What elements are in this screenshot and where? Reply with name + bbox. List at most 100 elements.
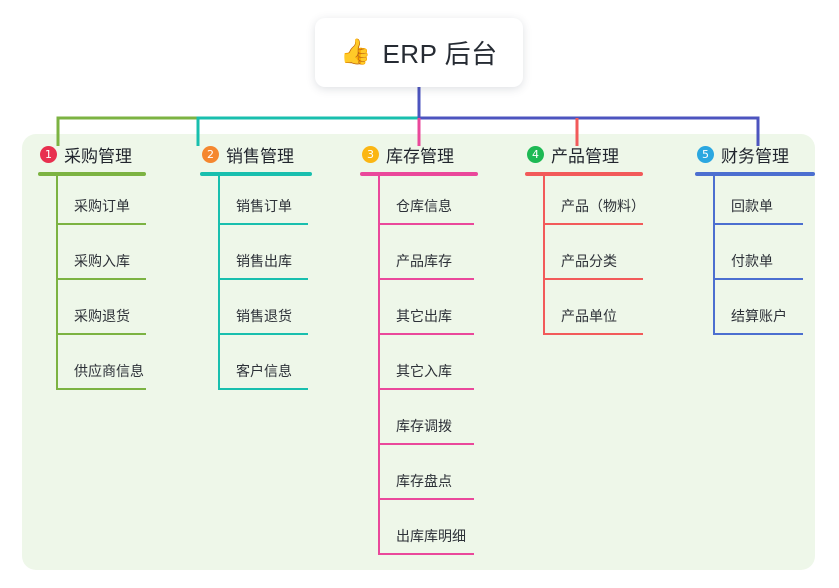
branch-item[interactable]: 回款单 — [695, 176, 815, 231]
branch-item[interactable]: 其它出库 — [360, 286, 478, 341]
branch-number-badge: 2 — [202, 145, 219, 163]
branch-items: 仓库信息产品库存其它出库其它入库库存调拨库存盘点出库库明细 — [360, 176, 478, 561]
branch-item-underline — [378, 443, 474, 445]
branch-item-underline — [56, 223, 146, 225]
branch-item-underline — [218, 388, 308, 390]
branch-item[interactable]: 产品单位 — [525, 286, 643, 341]
branch-item-underline — [713, 333, 803, 335]
branch-item[interactable]: 供应商信息 — [38, 341, 146, 396]
branch-item-underline — [218, 223, 308, 225]
branch-item-label: 库存调拨 — [396, 418, 452, 434]
branch-header-采购管理[interactable]: 1 采购管理 — [38, 140, 146, 168]
branch-item-label: 供应商信息 — [74, 363, 144, 379]
branch-item[interactable]: 结算账户 — [695, 286, 815, 341]
branch-item-underline — [713, 278, 803, 280]
branch-item-label: 客户信息 — [236, 363, 292, 379]
diagram-background-panel — [22, 134, 815, 570]
branch-item-label: 结算账户 — [731, 308, 787, 324]
branch-title-label: 库存管理 — [386, 146, 454, 166]
branch-vertical-spine — [378, 176, 380, 555]
branch-number-badge: 5 — [697, 145, 714, 163]
branch-item-underline — [378, 498, 474, 500]
branch-item-underline — [543, 278, 643, 280]
branch-vertical-spine — [543, 176, 545, 335]
branch-item-label: 其它出库 — [396, 308, 452, 324]
branch-header-underline — [360, 172, 478, 176]
branch-column-财务管理: 5 财务管理回款单付款单结算账户 — [695, 140, 815, 341]
branch-item-underline — [56, 278, 146, 280]
branch-column-销售管理: 2 销售管理销售订单销售出库销售退货客户信息 — [200, 140, 312, 396]
branch-number-badge: 3 — [362, 145, 379, 163]
branch-vertical-spine — [218, 176, 220, 390]
root-node-label: ERP 后台 — [382, 39, 498, 69]
branch-header-财务管理[interactable]: 5 财务管理 — [695, 140, 815, 168]
branch-title-label: 采购管理 — [64, 146, 132, 166]
branch-item[interactable]: 产品分类 — [525, 231, 643, 286]
branch-header-underline — [200, 172, 312, 176]
branch-items: 采购订单采购入库采购退货供应商信息 — [38, 176, 146, 396]
branch-item[interactable]: 采购订单 — [38, 176, 146, 231]
branch-item-underline — [378, 388, 474, 390]
branch-item-label: 销售退货 — [236, 308, 292, 324]
branch-item-label: 付款单 — [731, 253, 773, 269]
branch-item-label: 采购订单 — [74, 198, 130, 214]
branch-title-label: 销售管理 — [226, 146, 294, 166]
branch-item-label: 出库库明细 — [396, 528, 466, 544]
branch-item[interactable]: 销售出库 — [200, 231, 312, 286]
branch-item-underline — [543, 223, 643, 225]
branch-item[interactable]: 采购退货 — [38, 286, 146, 341]
branch-item-label: 产品分类 — [561, 253, 617, 269]
branch-item-label: 仓库信息 — [396, 198, 452, 214]
branch-title-label: 财务管理 — [721, 146, 789, 166]
branch-item[interactable]: 客户信息 — [200, 341, 312, 396]
branch-item-underline — [56, 333, 146, 335]
branch-item-underline — [378, 278, 474, 280]
branch-item[interactable]: 销售退货 — [200, 286, 312, 341]
branch-vertical-spine — [713, 176, 715, 335]
branch-item[interactable]: 产品库存 — [360, 231, 478, 286]
branch-item[interactable]: 库存调拨 — [360, 396, 478, 451]
branch-item-label: 回款单 — [731, 198, 773, 214]
branch-item-underline — [378, 553, 474, 555]
branch-vertical-spine — [56, 176, 58, 390]
branch-item[interactable]: 出库库明细 — [360, 506, 478, 561]
branch-item-label: 产品库存 — [396, 253, 452, 269]
branch-item-label: 采购退货 — [74, 308, 130, 324]
branch-item-label: 销售出库 — [236, 253, 292, 269]
branch-item-underline — [218, 333, 308, 335]
branch-number-badge: 4 — [527, 145, 544, 163]
branch-item-label: 采购入库 — [74, 253, 130, 269]
branch-item-underline — [543, 333, 643, 335]
branch-item-label: 产品单位 — [561, 308, 617, 324]
thumbs-up-icon: 👍 — [340, 38, 372, 66]
branch-item-underline — [713, 223, 803, 225]
branch-header-销售管理[interactable]: 2 销售管理 — [200, 140, 312, 168]
branch-item[interactable]: 其它入库 — [360, 341, 478, 396]
branch-column-采购管理: 1 采购管理采购订单采购入库采购退货供应商信息 — [38, 140, 146, 396]
branch-item-label: 库存盘点 — [396, 473, 452, 489]
branch-item-underline — [218, 278, 308, 280]
branch-item[interactable]: 仓库信息 — [360, 176, 478, 231]
branch-items: 回款单付款单结算账户 — [695, 176, 815, 341]
root-node-erp-backend[interactable]: 👍 ERP 后台 — [315, 18, 523, 87]
branch-items: 销售订单销售出库销售退货客户信息 — [200, 176, 312, 396]
branch-item[interactable]: 采购入库 — [38, 231, 146, 286]
branch-item-label: 其它入库 — [396, 363, 452, 379]
branch-items: 产品（物料） 产品分类产品单位 — [525, 176, 645, 341]
branch-header-库存管理[interactable]: 3 库存管理 — [360, 140, 478, 168]
branch-item[interactable]: 销售订单 — [200, 176, 312, 231]
branch-header-underline — [38, 172, 146, 176]
branch-item-underline — [378, 223, 474, 225]
branch-item[interactable]: 库存盘点 — [360, 451, 478, 506]
branch-item[interactable]: 产品（物料） — [525, 176, 645, 231]
branch-item-label: 产品（物料） — [561, 198, 645, 214]
branch-column-库存管理: 3 库存管理仓库信息产品库存其它出库其它入库库存调拨库存盘点出库库明细 — [360, 140, 478, 561]
branch-number-badge: 1 — [40, 145, 57, 163]
branch-item-underline — [56, 388, 146, 390]
branch-header-underline — [525, 172, 643, 176]
branch-item[interactable]: 付款单 — [695, 231, 815, 286]
